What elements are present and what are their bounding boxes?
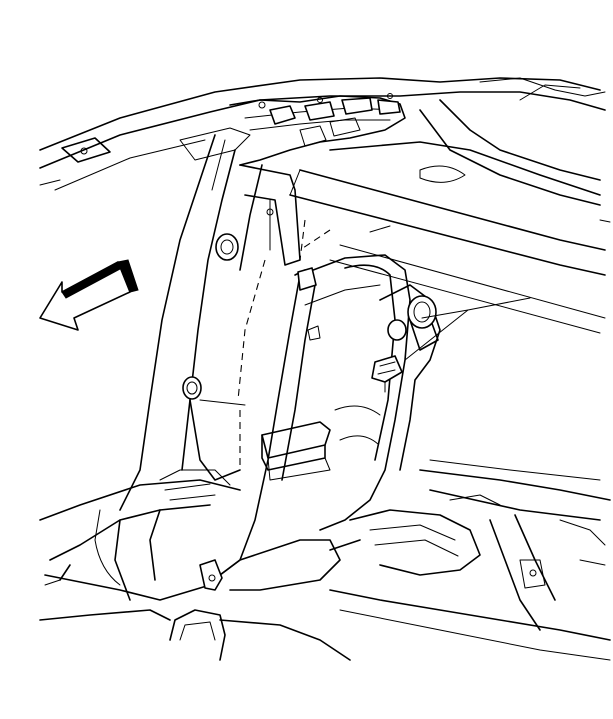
arrow-forward-icon	[39, 259, 139, 331]
parcel-shelf	[289, 141, 611, 334]
roof-outline	[39, 77, 606, 206]
roof-bracket	[61, 137, 111, 163]
quarter-trim-panel	[379, 284, 441, 471]
pillar-trim-panel	[119, 134, 301, 511]
hidden-fastener-lines	[237, 219, 331, 470]
callout-left	[199, 399, 246, 406]
callout-leader-lines	[199, 297, 531, 406]
trim-panel-retainer	[371, 355, 403, 393]
roof-rail-hardware	[179, 93, 406, 166]
pillar-grommet	[182, 233, 239, 400]
rear-floor-bracket	[39, 609, 351, 661]
floor-structure	[329, 459, 611, 661]
callout-upper-right	[467, 297, 531, 311]
rear-seat-cushion	[39, 469, 241, 601]
armrest	[261, 421, 331, 481]
